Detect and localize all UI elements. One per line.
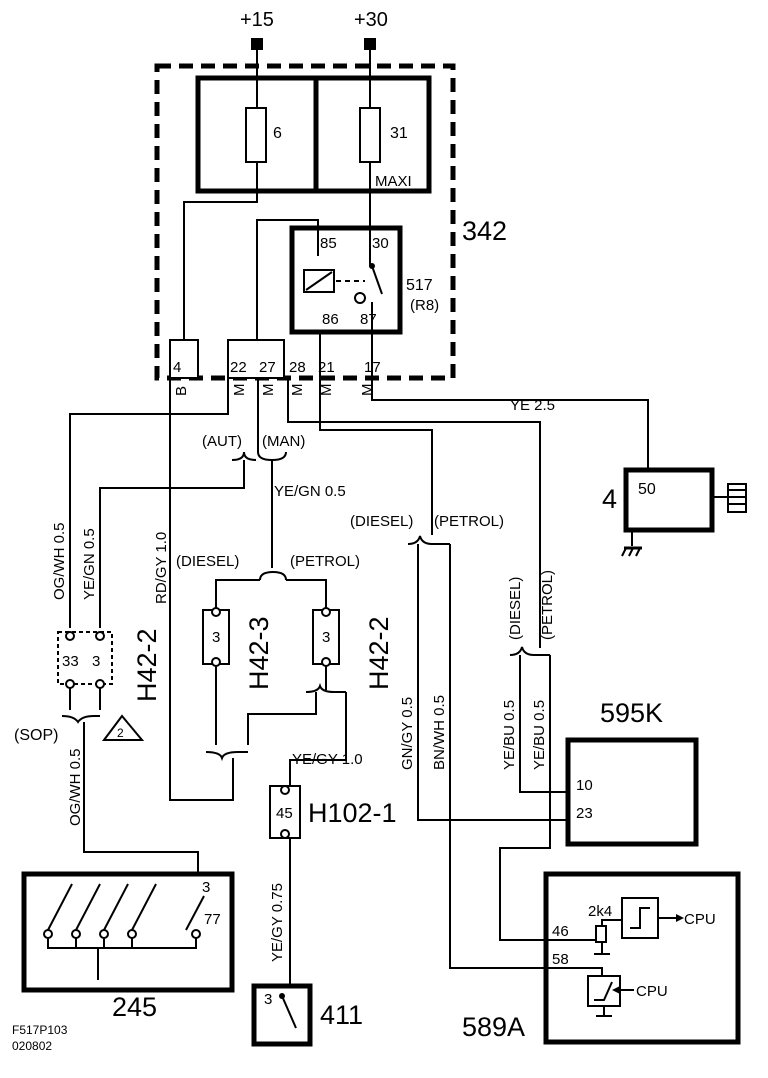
pin-21: 21	[318, 359, 335, 376]
589a-cpu-1: CPU	[684, 911, 716, 928]
component-4-pin: 50	[638, 481, 656, 498]
variant-diesel-2: (DIESEL)	[176, 553, 239, 570]
pin-type-m-21: M	[318, 384, 335, 397]
supply-terminal-15: +15	[240, 9, 274, 50]
h102-1-id: H102-1	[308, 798, 397, 828]
pin-type-m-22: M	[231, 384, 248, 397]
pin-27: 27	[259, 359, 276, 376]
fuse-31: 31 MAXI	[359, 107, 412, 190]
589a-pin-46: 46	[552, 923, 569, 940]
branch-marks	[61, 451, 550, 762]
component-589a: 589A 46 58 2k4 CPU CPU	[462, 871, 741, 1045]
connector-h42-2-right: 3 H42-2	[312, 607, 394, 690]
component-4: 50 4	[602, 467, 747, 557]
component-245-id: 245	[112, 992, 157, 1022]
variant-sop: (SOP)	[14, 727, 58, 744]
note-number: 2	[117, 726, 124, 740]
variant-man: (MAN)	[262, 433, 305, 450]
wire-gn-gy: GN/GY 0.5	[399, 697, 416, 770]
relay-517: 85 30 86 87 517 (R8)	[289, 225, 439, 335]
245-pin-3: 3	[202, 879, 210, 896]
pin-22: 22	[230, 359, 247, 376]
relay-id: 517	[406, 277, 433, 294]
fuse-box-pins: 4 22 27 28 21 17 B M M M M M	[169, 339, 381, 397]
wire-ye-gy-075: YE/GY 0.75	[269, 883, 286, 962]
411-pin: 3	[264, 991, 272, 1008]
component-245: 245 3 77	[21, 871, 235, 1022]
589a-pin-58: 58	[552, 951, 569, 968]
595k-pin-23: 23	[576, 805, 593, 822]
h42-2-left-pin-3: 3	[92, 653, 100, 670]
supply-terminal-30: +30	[354, 9, 388, 50]
wire-og-wh-top: OG/WH 0.5	[51, 522, 68, 600]
variant-petrol-2: (PETROL)	[290, 553, 360, 570]
pin-type-m-28: M	[289, 384, 306, 397]
wire-labels: YE 2.5 OG/WH 0.5 YE/GN 0.5 RD/GY 1.0 YE/…	[14, 397, 556, 962]
pin-type-m-17: M	[359, 384, 376, 397]
supply-15-label: +15	[240, 9, 274, 31]
h42-3-pin: 3	[212, 629, 220, 646]
245-pin-77: 77	[204, 911, 221, 928]
note-triangle: 2	[102, 714, 145, 741]
h42-2-right-pin: 3	[322, 629, 330, 646]
connector-h102-1: 45 H102-1	[269, 785, 397, 839]
component-4-id: 4	[602, 484, 617, 514]
h42-2-left-pin-33: 33	[62, 653, 79, 670]
footer: F517P103 020802	[12, 1023, 68, 1053]
wire-ye-gn: YE/GN 0.5	[274, 483, 346, 500]
fuse-6-label: 6	[273, 125, 282, 142]
connector-h42-3: 3 H42-3	[202, 607, 274, 690]
h102-1-pin: 45	[276, 805, 293, 822]
wire-ye-gn-left: YE/GN 0.5	[81, 528, 98, 600]
h42-3-id: H42-3	[244, 616, 274, 690]
pin-4: 4	[173, 359, 181, 376]
wire-rd-gy: RD/GY 1.0	[153, 532, 170, 604]
footer-line-2: 020802	[12, 1039, 52, 1053]
relay-pin-87: 87	[360, 311, 377, 328]
pin-type-b: B	[173, 386, 190, 396]
h42-2-right-id: H42-2	[364, 616, 394, 690]
relay-pin-85: 85	[320, 235, 337, 252]
relay-pin-86: 86	[322, 311, 339, 328]
wire-ye-bu-a: YE/BU 0.5	[501, 700, 518, 770]
wire-ye-25: YE 2.5	[510, 397, 555, 414]
589a-resistor: 2k4	[588, 903, 612, 920]
component-411: 3 411	[251, 983, 363, 1047]
supply-30-label: +30	[354, 9, 388, 31]
wire-og-wh-bottom: OG/WH 0.5	[67, 748, 84, 826]
variant-petrol-1: (PETROL)	[434, 513, 504, 530]
variant-aut: (AUT)	[202, 433, 242, 450]
pin-type-m-27: M	[260, 384, 277, 397]
fuse-31-type: MAXI	[375, 173, 412, 190]
wire-ye-gy-10: YE/GY 1.0	[292, 751, 363, 768]
fuse-31-label: 31	[390, 125, 408, 142]
wires	[69, 50, 649, 985]
footer-line-1: F517P103	[12, 1023, 68, 1037]
component-589a-id: 589A	[462, 1012, 525, 1042]
variant-diesel-1: (DIESEL)	[350, 513, 413, 530]
connector-h42-2-left: 33 3 H42-2	[57, 628, 162, 702]
component-411-id: 411	[320, 1000, 363, 1030]
relay-ref: (R8)	[410, 297, 439, 314]
component-595k: 595K 10 23	[565, 698, 699, 847]
h42-2-left-id: H42-2	[132, 628, 162, 702]
component-595k-id: 595K	[600, 698, 663, 728]
589a-cpu-2: CPU	[636, 983, 668, 1000]
variant-diesel-3: (DIESEL)	[507, 577, 524, 640]
wire-ye-bu-b: YE/BU 0.5	[531, 700, 548, 770]
595k-pin-10: 10	[576, 777, 593, 794]
pin-28: 28	[289, 359, 306, 376]
relay-pin-30: 30	[372, 235, 389, 252]
fuse-box-id: 342	[462, 216, 507, 246]
variant-petrol-3: (PETROL)	[539, 570, 556, 640]
wire-bn-wh: BN/WH 0.5	[431, 695, 448, 770]
fuse-6: 6	[245, 107, 282, 163]
